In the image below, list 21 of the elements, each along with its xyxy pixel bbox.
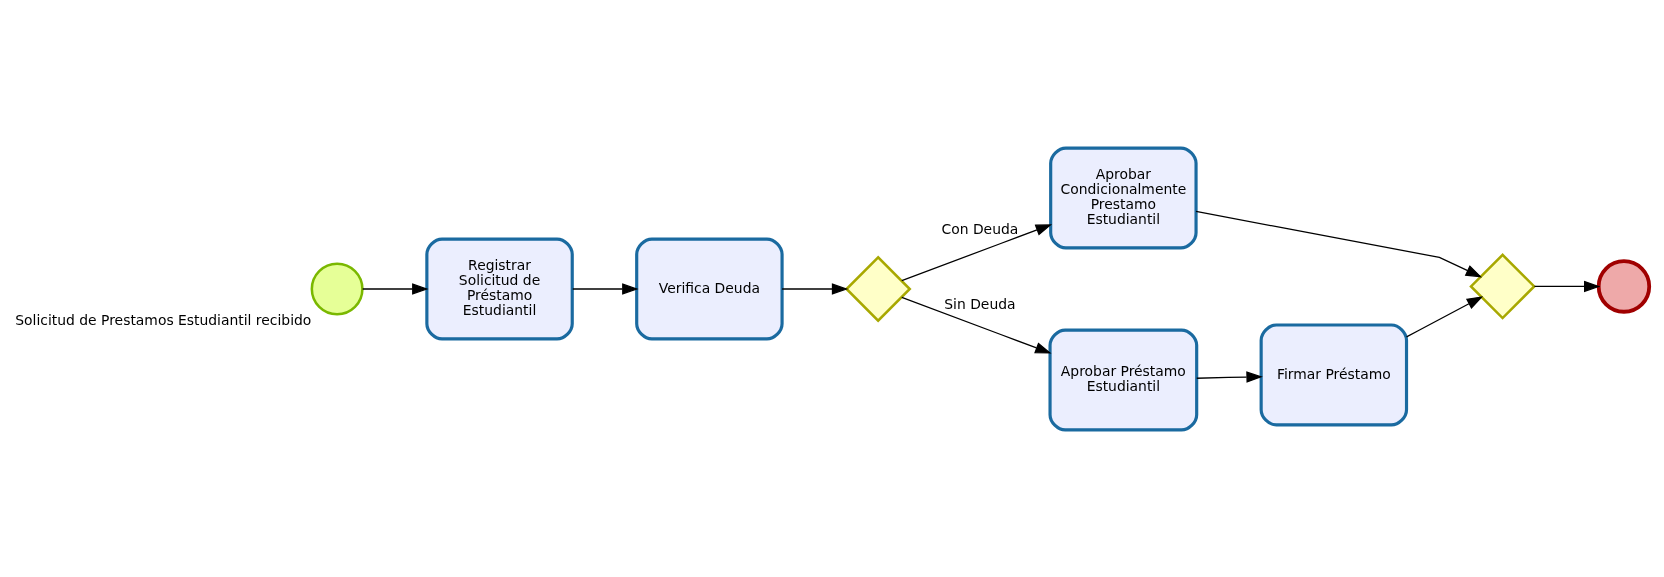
node-circle [1596,258,1652,314]
node-diamond [844,255,912,322]
node-box: Aprobar Condicionalmente Prestamo Estudiantil [1049,146,1198,249]
arrow [1195,210,1483,277]
arrow [901,223,1053,281]
node-circle [310,261,364,316]
node-box: Verifica Deuda [635,237,784,340]
node-diamond [1469,252,1536,320]
node-box: Registrar Solicitud de Préstamo Estudiantil [425,237,574,340]
arrow [1196,370,1263,383]
arrow [362,282,429,295]
arrow [1405,295,1484,338]
edge-label: Con Deuda [941,220,1019,237]
arrow [901,296,1052,354]
edge-label: Sin Deuda [944,295,1016,312]
arrow [781,282,849,295]
arrow [572,282,639,295]
node-label: Solicitud de Prestamos Estudiantil recibido [15,311,312,328]
node-box: Firmar Préstamo [1259,322,1409,426]
arrow [1533,280,1601,292]
node-box: Aprobar Préstamo Estudiantil [1048,328,1199,431]
